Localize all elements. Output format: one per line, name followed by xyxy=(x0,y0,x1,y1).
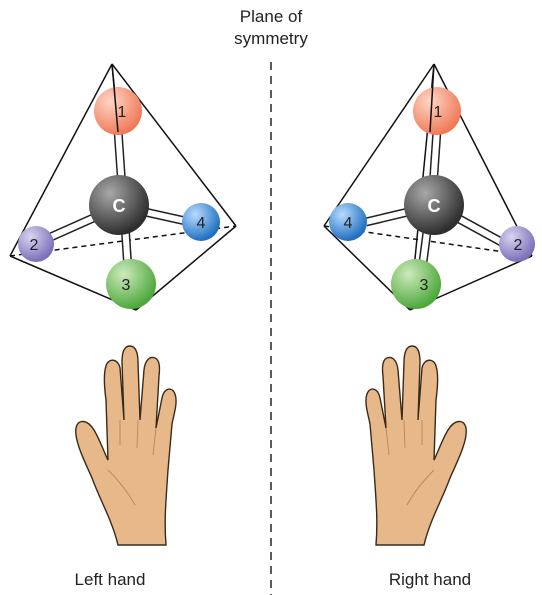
left-carbon-atom xyxy=(89,175,149,235)
left-atom-3 xyxy=(106,259,156,309)
left-atom-2 xyxy=(18,226,54,262)
right-atom-4-label: 4 xyxy=(344,215,353,232)
right-atom-2-label: 2 xyxy=(514,237,523,254)
right-atom-1 xyxy=(413,87,461,135)
left-atom-1 xyxy=(94,87,142,135)
right-carbon-atom xyxy=(404,175,464,235)
left-atom-1-label: 1 xyxy=(118,104,127,121)
right-atom-3 xyxy=(391,259,441,309)
right-atom-1-label: 1 xyxy=(434,104,443,121)
plane-label-line1: Plane of xyxy=(239,7,303,26)
right-hand-illustration xyxy=(365,345,467,546)
right-atom-3-label: 3 xyxy=(420,277,429,294)
left-atom-2-label: 2 xyxy=(30,237,39,254)
plane-of-symmetry-label: Plane of symmetry xyxy=(210,6,332,50)
left-atom-4-label: 4 xyxy=(197,215,206,232)
left-molecule: C 1 2 4 3 xyxy=(9,63,237,311)
right-molecule: C 1 2 4 3 xyxy=(323,63,535,311)
left-atom-3-label: 3 xyxy=(122,277,131,294)
right-hand-caption: Right hand xyxy=(388,570,472,589)
right-atom-2 xyxy=(499,226,535,262)
plane-label-line2: symmetry xyxy=(234,29,308,48)
left-hand-caption: Left hand xyxy=(74,570,146,589)
right-atom-4 xyxy=(329,203,367,241)
left-atom-4 xyxy=(182,203,220,241)
left-hand-illustration xyxy=(75,345,177,546)
right-carbon-label: C xyxy=(428,196,441,216)
left-carbon-label: C xyxy=(113,196,126,216)
